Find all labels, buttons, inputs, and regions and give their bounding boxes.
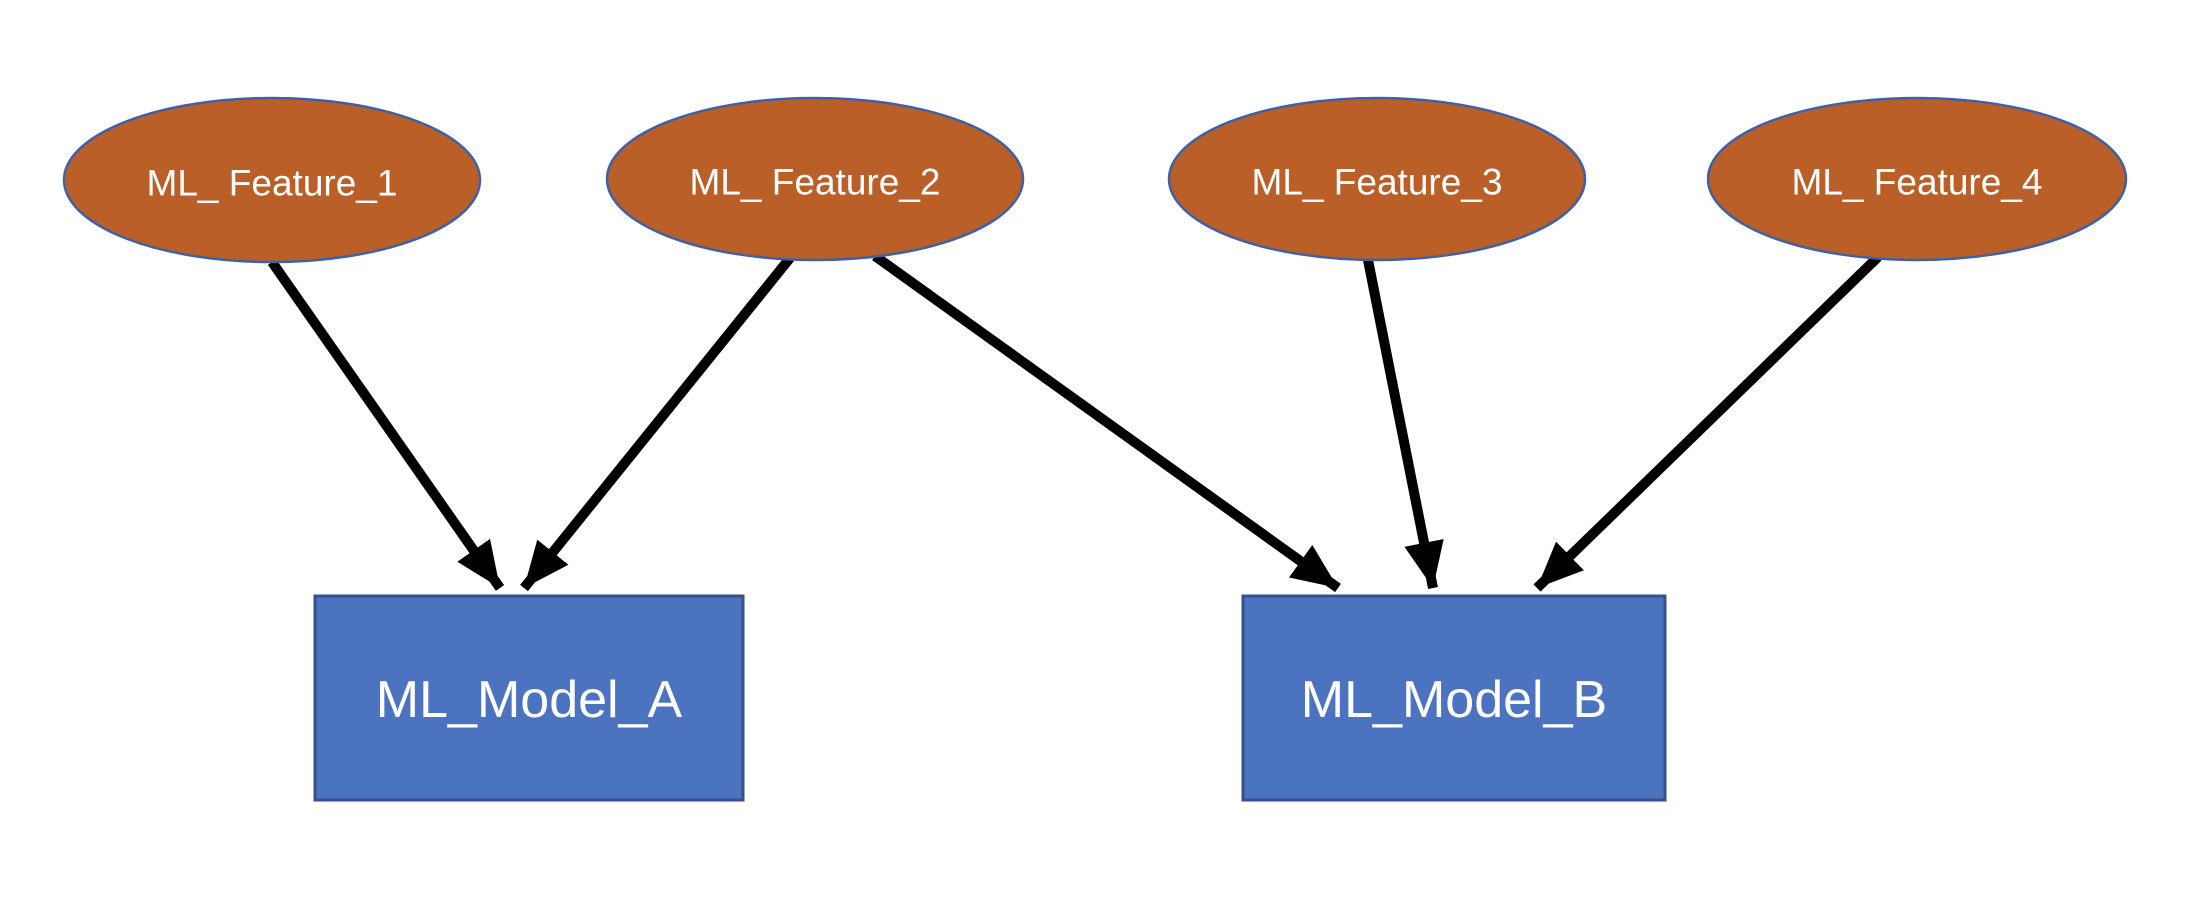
feature-3-node: ML_ Feature_3	[1167, 96, 1587, 262]
model-b-node: ML_Model_B	[1241, 594, 1667, 802]
feature-1-shape	[62, 96, 482, 264]
feature-3-label: ML_ Feature_3	[1252, 162, 1503, 203]
feature-1-node: ML_ Feature_1	[62, 96, 482, 264]
feature-1-label: ML_ Feature_1	[147, 163, 398, 204]
feature-3-shape	[1167, 96, 1587, 262]
edge-feature3-modelb-arrow	[1363, 259, 1444, 589]
model-b-label: ML_Model_B	[1301, 671, 1607, 729]
feature-4-shape	[1706, 96, 2128, 262]
model-b-shape	[1241, 594, 1667, 802]
model-a-node: ML_Model_A	[313, 594, 745, 802]
feature-4-node: ML_ Feature_4	[1706, 96, 2128, 262]
model-a-label: ML_Model_A	[376, 671, 683, 729]
feature-2-shape	[605, 96, 1025, 262]
feature-2-node: ML_ Feature_2	[605, 96, 1025, 262]
edge-feature1-modela-arrow	[267, 259, 505, 591]
model-a-shape	[313, 594, 745, 802]
feature-2-label: ML_ Feature_2	[690, 162, 941, 203]
edge-feature2-modelb-arrow	[872, 251, 1341, 593]
feature-4-label: ML_ Feature_4	[1792, 162, 2043, 203]
edge-feature2-modela-arrow	[520, 254, 794, 592]
edge-feature4-modelb-arrow	[1533, 253, 1882, 592]
